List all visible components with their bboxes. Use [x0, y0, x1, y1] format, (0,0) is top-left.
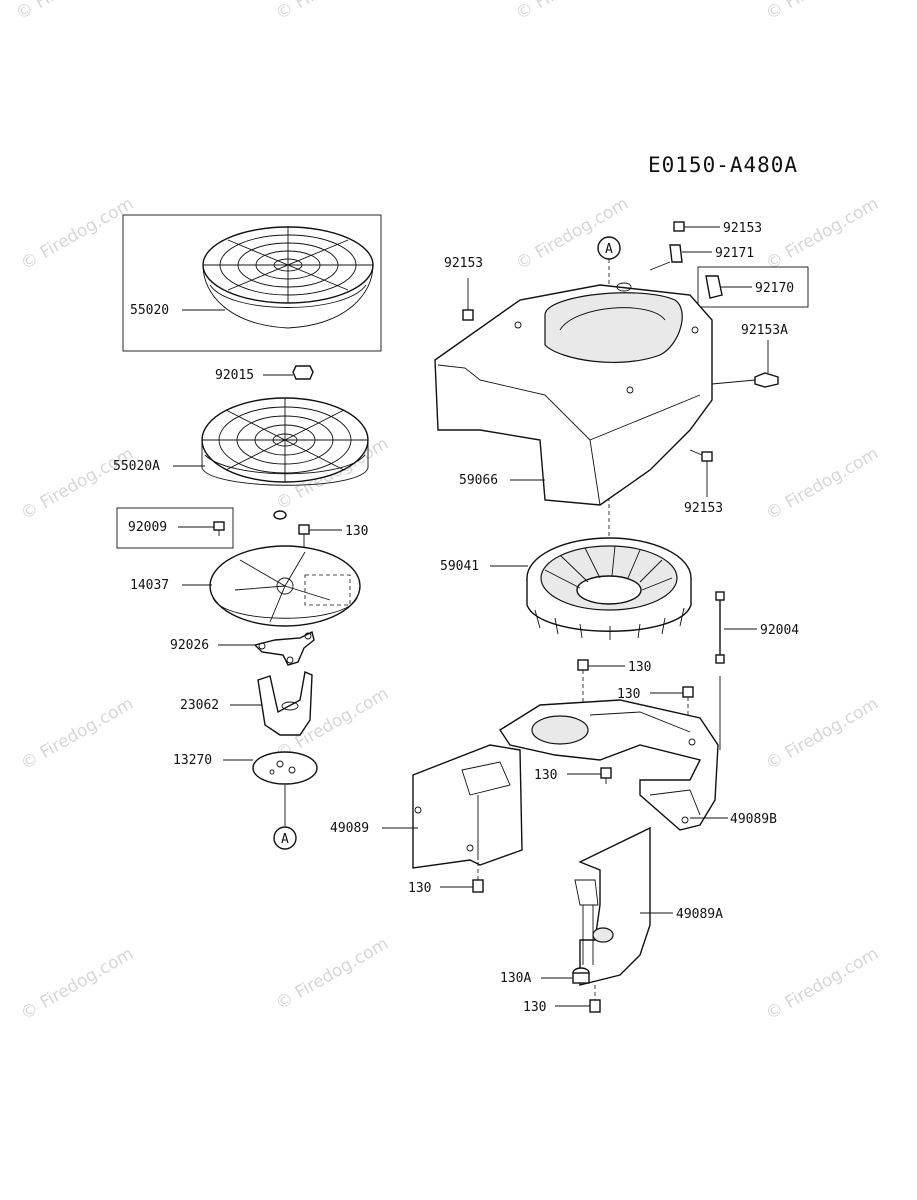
- watermark: © Firedog.com: [13, 0, 132, 24]
- part-92026-plate: [253, 630, 315, 666]
- watermark: © Firedog.com: [273, 0, 392, 24]
- label-130-c: 130: [617, 687, 640, 702]
- part-92004-stud: [715, 591, 725, 664]
- label-14037: 14037: [130, 578, 169, 593]
- box-55020: [122, 214, 382, 352]
- part-92153-bolt-top: [673, 221, 685, 232]
- part-130-bolt-e: [472, 862, 484, 893]
- label-130-f: 130: [523, 1000, 546, 1015]
- label-92153-left: 92153: [444, 256, 483, 271]
- watermark: © Firedog.com: [18, 444, 137, 525]
- leader-92153A: [711, 379, 756, 385]
- diagram-title: E0150-A480A: [648, 153, 798, 177]
- part-130-bolt-f: [589, 985, 601, 1013]
- label-130-e: 130: [408, 881, 431, 896]
- label-59041: 59041: [440, 559, 479, 574]
- label-130-d: 130: [534, 768, 557, 783]
- watermark: © Firedog.com: [273, 934, 392, 1015]
- ref-marker-a-top: A: [597, 236, 621, 260]
- part-59066-shroud: [434, 282, 713, 506]
- watermark: © Firedog.com: [18, 944, 137, 1025]
- label-130-b: 130: [628, 660, 651, 675]
- ref-marker-a-bottom: A: [273, 826, 297, 850]
- label-92153-right: 92153: [684, 501, 723, 516]
- part-55020-screen: [202, 226, 374, 329]
- part-92015-nut: [292, 365, 314, 380]
- label-49089: 49089: [330, 821, 369, 836]
- label-92026: 92026: [170, 638, 209, 653]
- part-92009-bolt: [213, 521, 225, 536]
- box-92170: [697, 266, 809, 308]
- watermark: © Firedog.com: [18, 694, 137, 775]
- part-55020A-screen: [201, 397, 369, 486]
- watermark: © Firedog.com: [18, 194, 137, 275]
- part-14037-disc: [209, 545, 361, 627]
- part-92170-clip: [705, 275, 723, 299]
- label-92170: 92170: [755, 281, 794, 296]
- watermark: © Firedog.com: [763, 0, 882, 24]
- svg-text:A: A: [281, 832, 289, 847]
- watermark: © Firedog.com: [763, 694, 882, 775]
- label-92153-top: 92153: [723, 221, 762, 236]
- part-23062-bracket: [257, 671, 313, 736]
- watermark: © Firedog.com: [763, 194, 882, 275]
- svg-text:A: A: [605, 242, 613, 257]
- watermark: © Firedog.com: [763, 944, 882, 1025]
- part-92171-clip: [649, 244, 683, 271]
- label-92004: 92004: [760, 623, 799, 638]
- washer: [273, 510, 287, 520]
- label-49089A: 49089A: [676, 907, 723, 922]
- part-49089-plate: [412, 744, 523, 869]
- part-130-bolt-c: [682, 686, 694, 720]
- part-130-bolt-b: [577, 659, 589, 705]
- part-92153-bolt-right: [689, 449, 713, 497]
- label-59066: 59066: [459, 473, 498, 488]
- watermark: © Firedog.com: [513, 194, 632, 275]
- label-92171: 92171: [715, 246, 754, 261]
- part-130-bolt-d: [600, 767, 612, 784]
- watermark: © Firedog.com: [513, 0, 632, 24]
- label-55020A: 55020A: [113, 459, 160, 474]
- part-92153A-bolt: [754, 372, 779, 388]
- label-92009: 92009: [128, 520, 167, 535]
- label-92015: 92015: [215, 368, 254, 383]
- part-49089B-baffle: [499, 699, 719, 831]
- label-55020: 55020: [130, 303, 169, 318]
- part-130A-spacer: [572, 967, 590, 984]
- part-13270-plate: [252, 751, 318, 785]
- label-130-a: 130: [345, 524, 368, 539]
- part-49089A-cover: [574, 826, 651, 986]
- label-23062: 23062: [180, 698, 219, 713]
- label-92153A: 92153A: [741, 323, 788, 338]
- label-130A: 130A: [500, 971, 531, 986]
- watermark: © Firedog.com: [763, 444, 882, 525]
- label-49089B: 49089B: [730, 812, 777, 827]
- part-59041-fan: [526, 537, 692, 640]
- part-92153-bolt-left: [462, 278, 474, 321]
- label-13270: 13270: [173, 753, 212, 768]
- box-92009: [116, 507, 234, 549]
